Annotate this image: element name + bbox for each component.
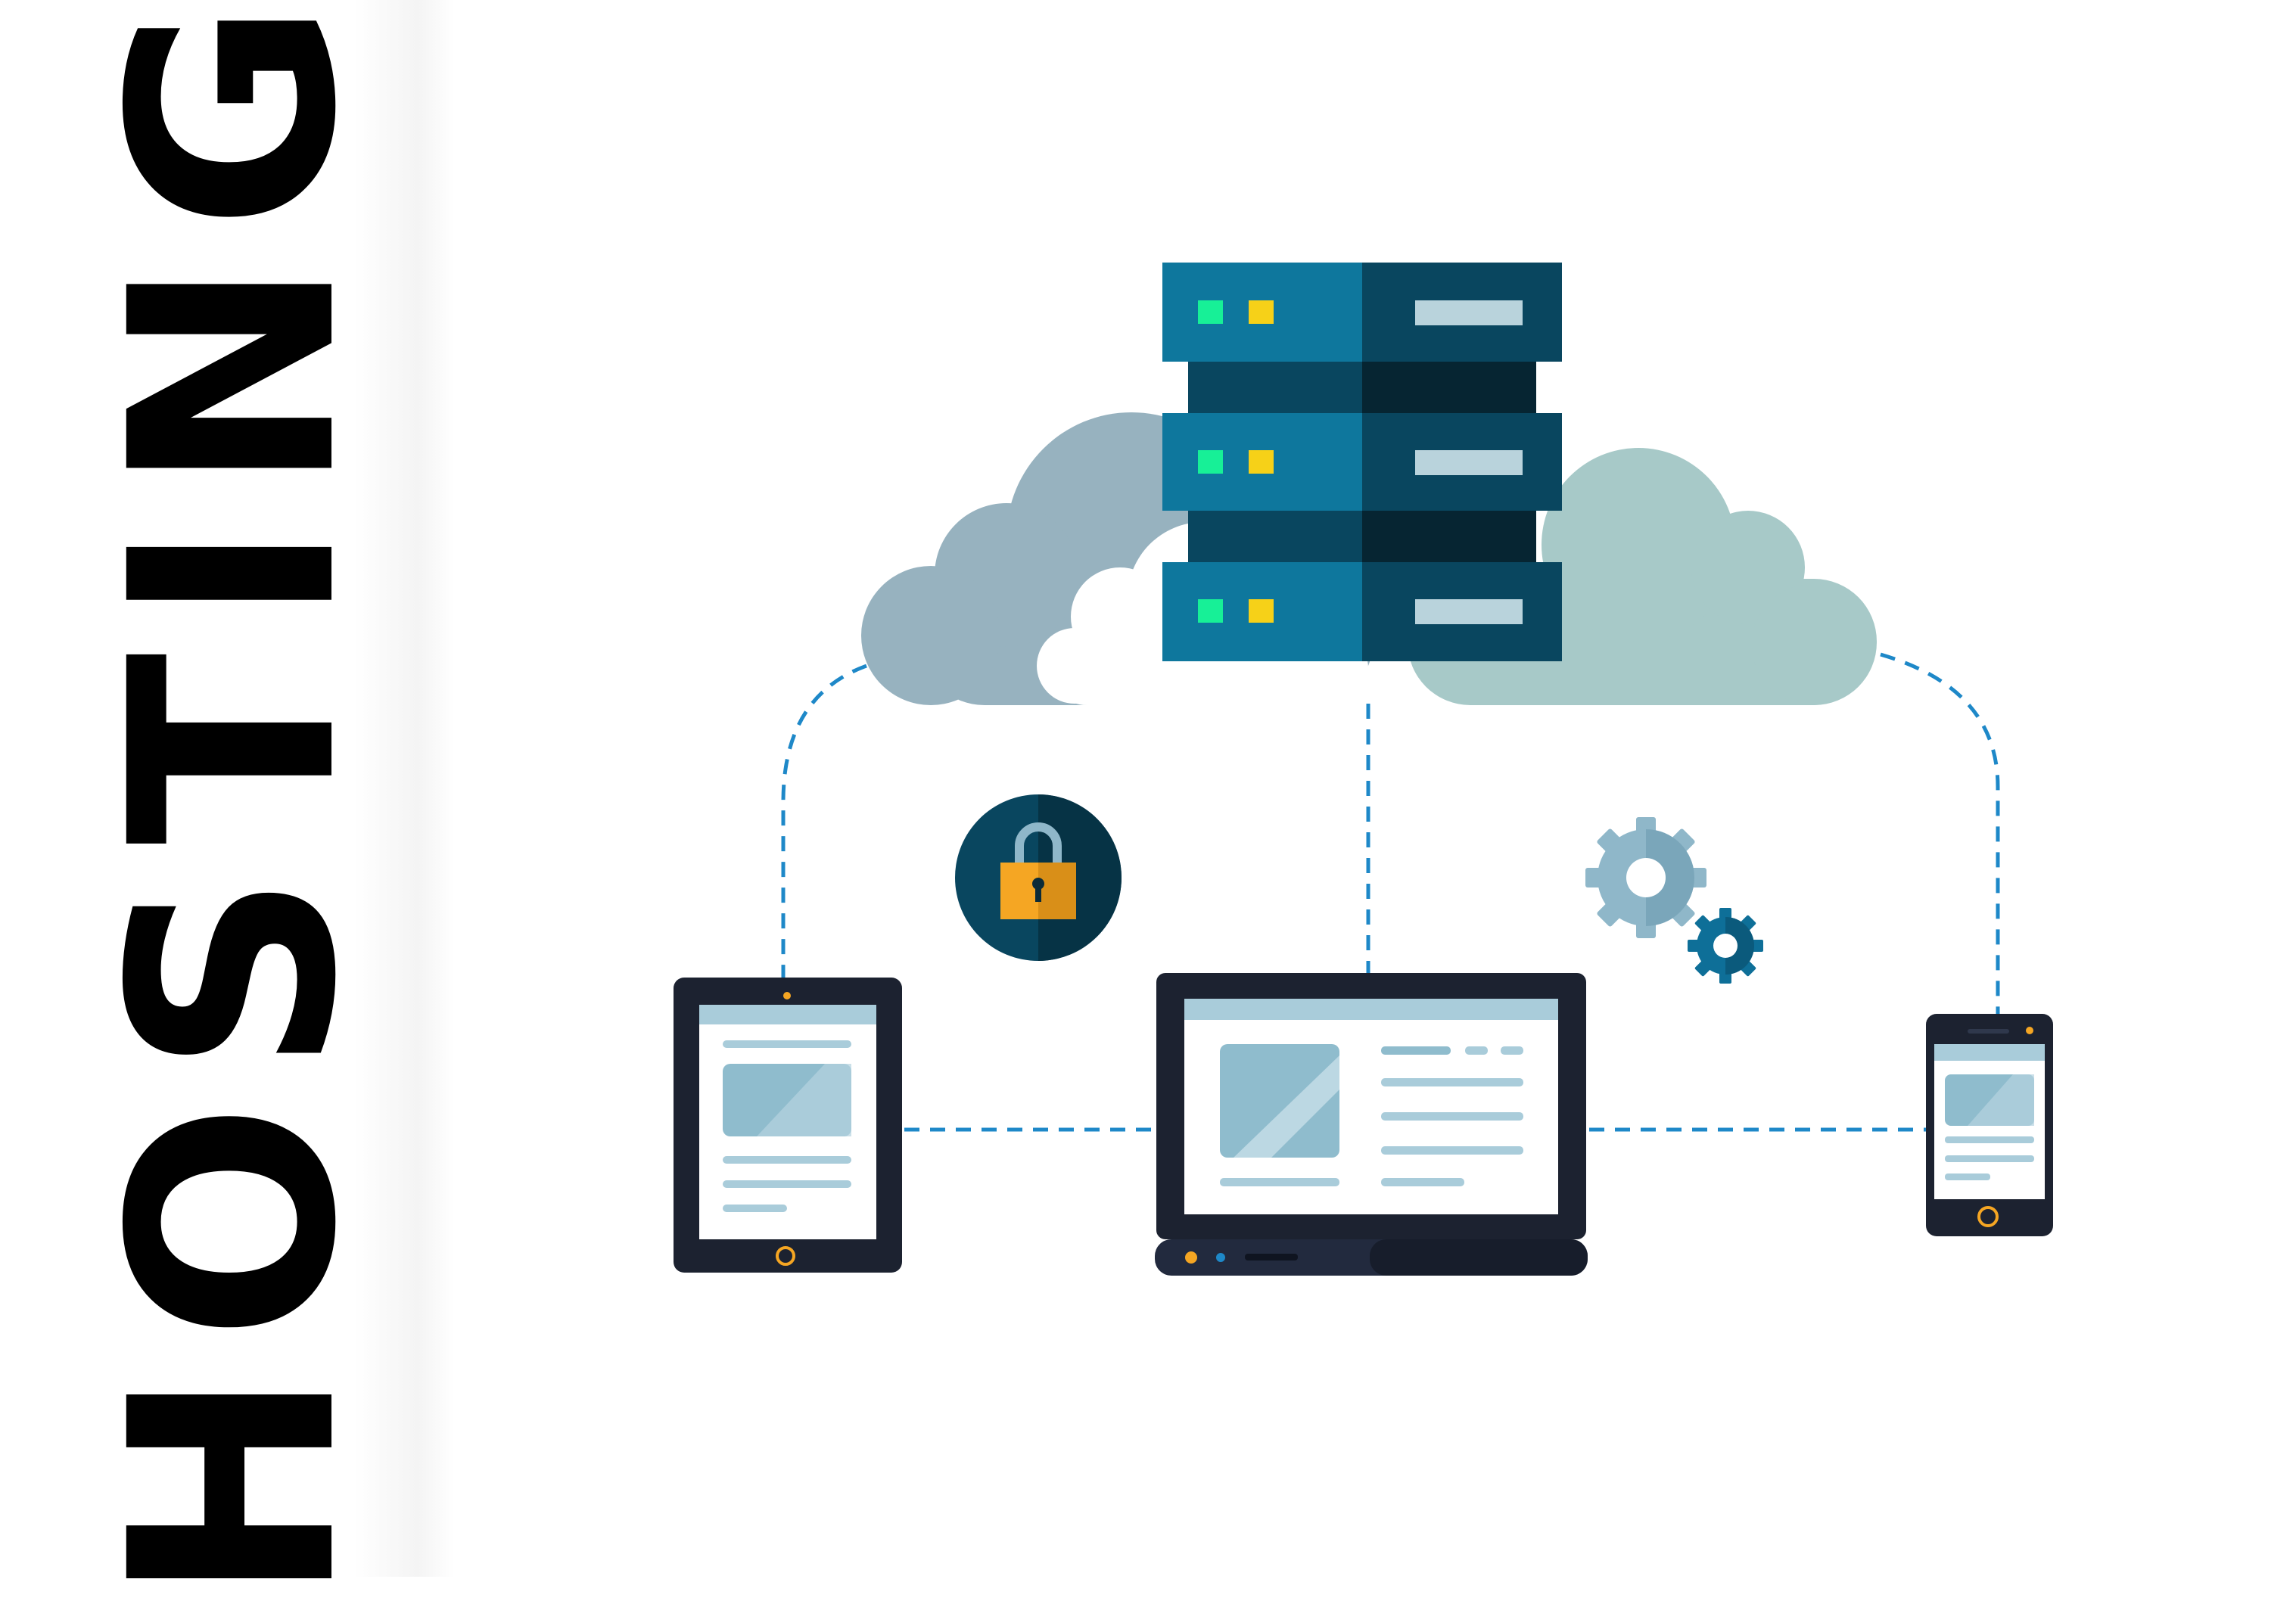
laptop-led-blue bbox=[1216, 1253, 1225, 1262]
gear-icon bbox=[1585, 817, 1763, 984]
tablet-icon bbox=[674, 978, 902, 1273]
drive-slot bbox=[1415, 599, 1523, 624]
drive-slot bbox=[1415, 300, 1523, 325]
server-rack-icon bbox=[1162, 263, 1562, 661]
server-led-yellow bbox=[1249, 450, 1274, 474]
server-led-yellow bbox=[1249, 599, 1274, 623]
server-led-green bbox=[1198, 450, 1223, 474]
tablet-camera bbox=[783, 992, 791, 999]
laptop-led-orange bbox=[1185, 1251, 1197, 1264]
gear-large bbox=[1585, 817, 1706, 938]
title-band bbox=[0, 0, 454, 1577]
tablet-home-button bbox=[776, 1246, 795, 1266]
connector-cloud-tablet bbox=[781, 664, 867, 984]
laptop-icon bbox=[1155, 973, 1588, 1276]
network-connectors bbox=[781, 652, 2000, 1132]
drive-slot bbox=[1415, 450, 1523, 475]
server-led-yellow bbox=[1249, 300, 1274, 324]
phone-home-button bbox=[1977, 1206, 1999, 1227]
server-led-green bbox=[1198, 599, 1223, 623]
server-led-green bbox=[1198, 300, 1223, 324]
gear-small bbox=[1688, 908, 1763, 984]
server-unit-2 bbox=[1162, 413, 1562, 511]
smartphone-icon bbox=[1926, 1014, 2053, 1236]
server-gap-1-shade bbox=[1362, 362, 1536, 413]
connector-cloud-phone bbox=[1880, 652, 2000, 1014]
server-unit-3 bbox=[1162, 562, 1562, 661]
server-unit-1 bbox=[1162, 263, 1562, 362]
padlock-icon bbox=[955, 794, 1122, 961]
server-gap-2-shade bbox=[1362, 511, 1536, 562]
